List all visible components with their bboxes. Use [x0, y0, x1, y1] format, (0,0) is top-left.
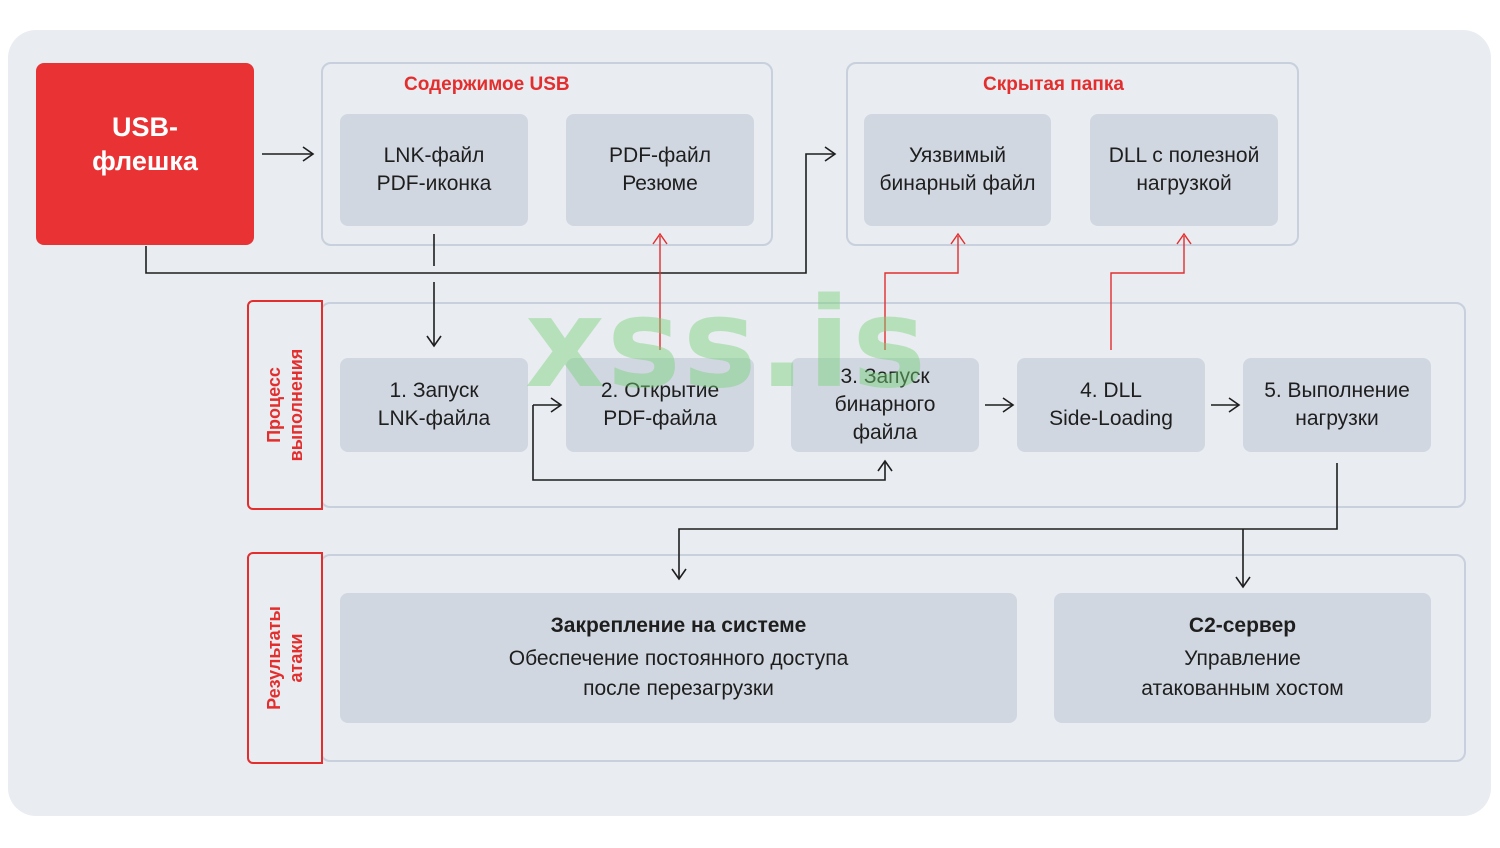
step-1-line-1: 1. Запуск — [389, 379, 479, 402]
hidden-folder-title: Скрытая папка — [983, 74, 1124, 95]
red-arrow-step4-to-dll — [1110, 236, 1185, 350]
arrowhead-lnk-to-step1 — [426, 335, 442, 348]
usb-drive-label-1: USB- — [112, 112, 178, 142]
vulnerable-binary-box: Уязвимый бинарный файл — [864, 114, 1051, 226]
step-1-line-2: LNK-файла — [377, 407, 491, 430]
c2-server-title: C2-сервер — [1188, 614, 1297, 637]
step-2-line-2: PDF-файла — [603, 407, 717, 430]
usb-drive-label-2: флешка — [92, 146, 198, 176]
pdf-file-box: PDF-файл Резюме — [566, 114, 754, 226]
c2-server-line-2: атакованным хостом — [1141, 677, 1344, 700]
payload-dll-line-2: нагрузкой — [1136, 172, 1232, 195]
arrowhead-step4-to-step5 — [1228, 397, 1241, 413]
usb-drive-node: USB- флешка — [36, 63, 254, 245]
persistence-line-1: Обеспечение постоянного доступа — [508, 647, 849, 670]
vulnerable-binary-line-1: Уязвимый — [908, 144, 1007, 167]
step-5-box: 5. Выполнение нагрузки — [1243, 358, 1431, 452]
arrowhead-step3-to-step4 — [1002, 397, 1015, 413]
persistence-title: Закрепление на системе — [550, 614, 807, 637]
lnk-file-line-1: LNK-файл — [383, 144, 485, 167]
step-2-box: 2. Открытие PDF-файла — [566, 358, 754, 452]
step-3-line-3: файла — [852, 421, 918, 444]
arrowhead-step1-to-step2 — [550, 397, 563, 413]
pdf-file-line-1: PDF-файл — [609, 144, 711, 167]
usb-contents-panel — [321, 62, 773, 246]
persistence-box: Закрепление на системе Обеспечение посто… — [340, 593, 1017, 723]
red-arrowhead-step4-to-dll — [1176, 232, 1192, 245]
step-1-box: 1. Запуск LNK-файла — [340, 358, 528, 452]
execution-side-label: Процесс выполнения — [247, 300, 323, 510]
step-4-line-1: 4. DLL — [1080, 379, 1142, 402]
step-5-line-2: нагрузки — [1295, 407, 1379, 430]
arrowhead-usb-to-hidden — [824, 146, 837, 162]
step-5-line-1: 5. Выполнение — [1264, 379, 1410, 402]
step-3-box: 3. Запуск бинарного файла — [791, 358, 979, 452]
step-4-box: 4. DLL Side-Loading — [1017, 358, 1205, 452]
hidden-folder-panel — [846, 62, 1299, 246]
arrow-usb-to-hidden — [145, 153, 834, 274]
red-arrow-step3-to-binary — [884, 236, 959, 350]
arrow-step5-to-persistence — [678, 463, 1338, 578]
c2-server-line-1: Управление — [1184, 647, 1301, 670]
step-4-line-2: Side-Loading — [1049, 407, 1173, 430]
pdf-file-line-2: Резюме — [622, 172, 698, 195]
red-arrowhead-step2-to-pdf — [652, 232, 668, 245]
payload-dll-box: DLL с полезной нагрузкой — [1090, 114, 1278, 226]
persistence-line-2: после перезагрузки — [583, 677, 774, 700]
step-3-line-2: бинарного — [834, 393, 936, 416]
c2-server-box: C2-сервер Управление атакованным хостом — [1054, 593, 1431, 723]
payload-dll-line-1: DLL с полезной — [1108, 144, 1260, 167]
lnk-file-box: LNK-файл PDF-иконка — [340, 114, 528, 226]
arrowhead-step1-to-step3 — [877, 459, 893, 472]
arrowhead-step5-to-persistence — [671, 568, 687, 581]
arrowhead-usb-to-contents — [302, 146, 315, 162]
step-2-line-1: 2. Открытие — [600, 379, 720, 402]
results-side-label: Результаты атаки — [247, 552, 323, 764]
vulnerable-binary-line-2: бинарный файл — [879, 172, 1036, 195]
red-arrowhead-step3-to-binary — [950, 232, 966, 245]
lnk-file-line-2: PDF-иконка — [376, 172, 492, 195]
arrowhead-step5-to-c2 — [1235, 576, 1251, 589]
arrow-step1-to-step3 — [532, 405, 886, 481]
usb-contents-title: Содержимое USB — [404, 74, 570, 95]
step-3-line-1: 3. Запуск — [840, 365, 930, 388]
